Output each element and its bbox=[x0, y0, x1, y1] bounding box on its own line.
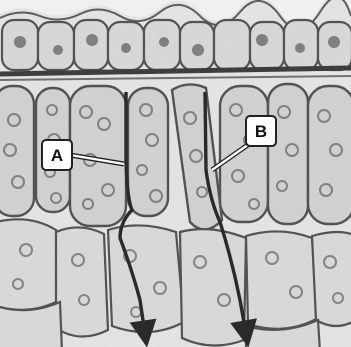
label-a: A bbox=[51, 146, 63, 165]
label-b: B bbox=[255, 122, 267, 141]
